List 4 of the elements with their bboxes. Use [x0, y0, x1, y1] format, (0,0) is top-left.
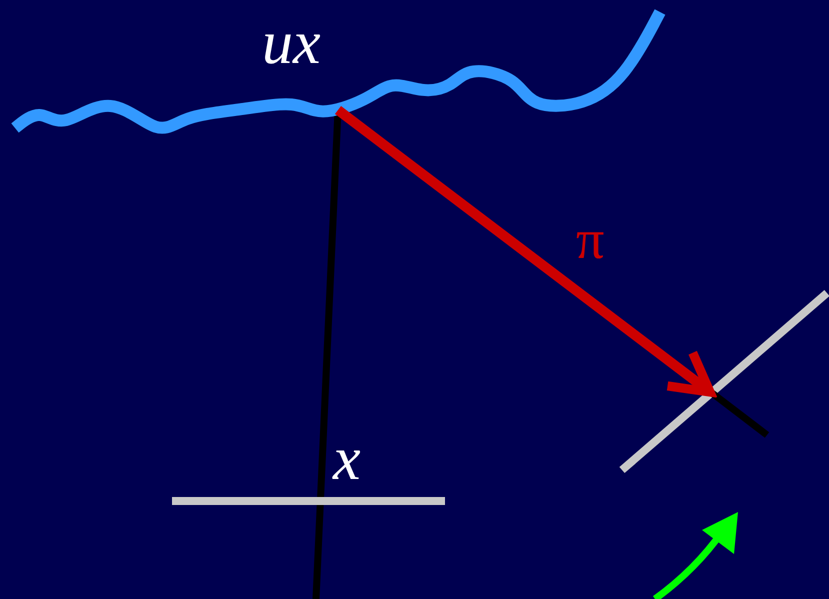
- math-label: ux: [262, 12, 321, 74]
- arrow: [334, 106, 715, 397]
- math-label: x: [333, 428, 361, 490]
- edge-label: π: [576, 212, 604, 268]
